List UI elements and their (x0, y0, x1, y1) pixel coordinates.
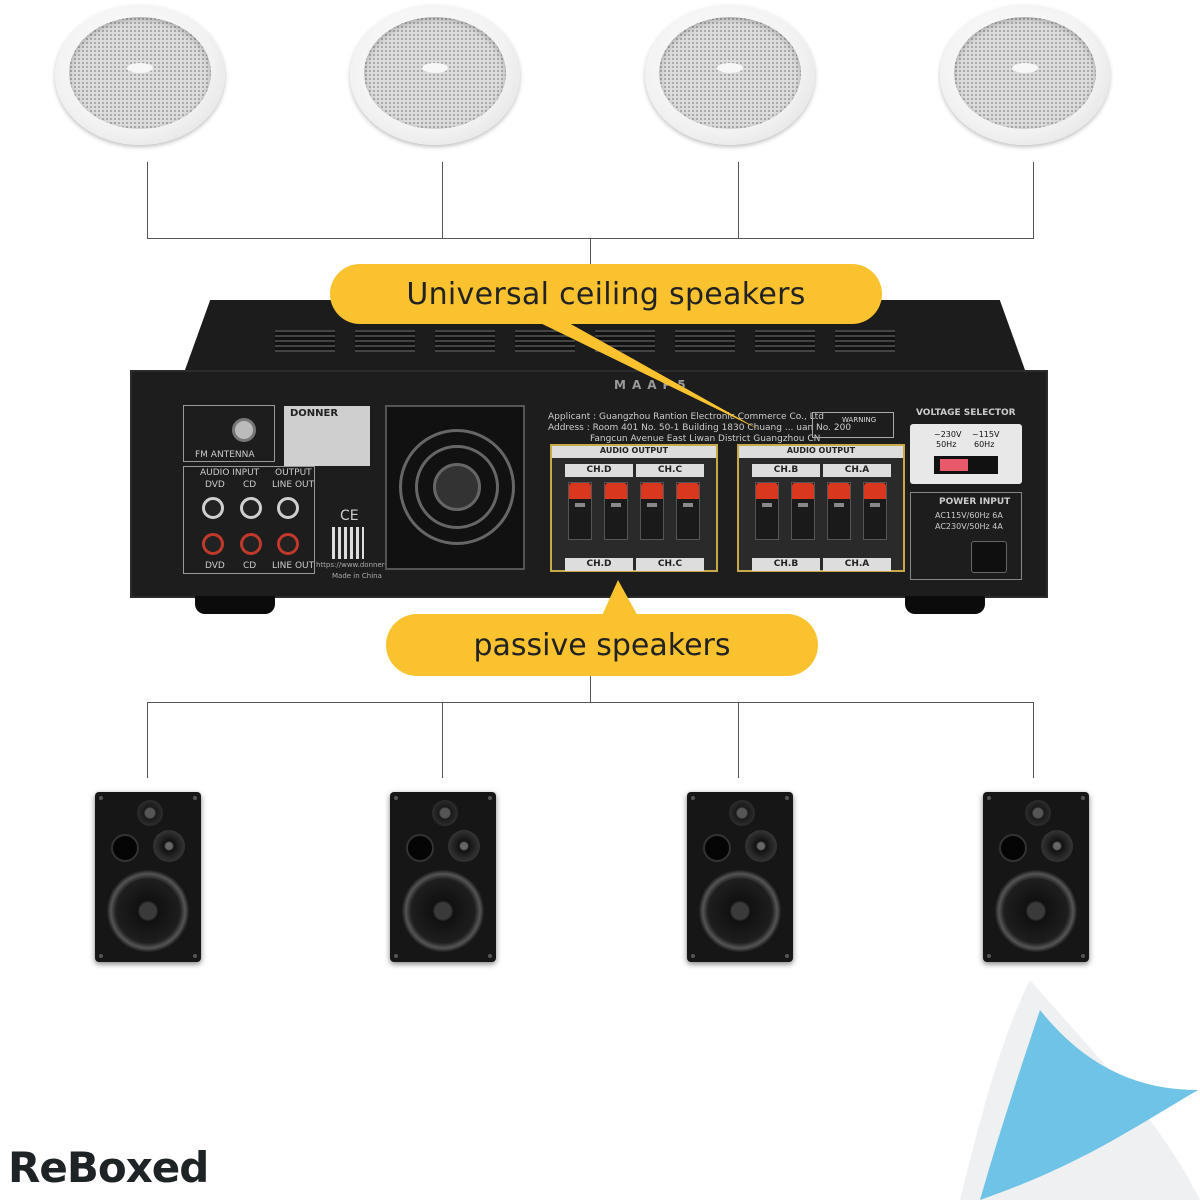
audio-input-panel (183, 466, 315, 574)
audio-input-label: AUDIO INPUT (200, 468, 260, 478)
power-input-panel: POWER INPUT AC115V/60Hz 6A AC230V/50Hz 4… (910, 492, 1022, 580)
fm-antenna-label: FM ANTENNA (195, 450, 255, 460)
warning-box (812, 412, 894, 438)
website-text: https://www.donnerdeal.com (316, 561, 417, 569)
wire-passive-1 (147, 702, 148, 778)
wire-passive-4 (1033, 702, 1034, 778)
audio-output-label-ba: AUDIO OUTPUT (739, 446, 903, 458)
ch-d-terminal-minus[interactable] (604, 482, 628, 540)
wire-ceiling-drop (590, 238, 591, 266)
qr-code (332, 527, 364, 559)
address-text-2: Fangcun Avenue East Liwan District Guang… (590, 434, 821, 444)
audio-output-label-dc: AUDIO OUTPUT (552, 446, 716, 458)
ch-d-label-top: CH.D (565, 464, 633, 477)
voltage-selector-panel: ~230V 50Hz ~115V 60Hz (910, 424, 1022, 484)
wire-ceiling-2 (442, 162, 443, 238)
cd-label-top: CD (243, 480, 257, 490)
ch-d-terminal-plus[interactable] (568, 482, 592, 540)
spec-plate (284, 406, 370, 466)
page-peel-corner (960, 980, 1200, 1200)
cd-right-jack[interactable] (240, 533, 262, 555)
applicant-text: Applicant : Guangzhou Rantion Electronic… (548, 412, 824, 422)
wire-ceiling-4 (1033, 162, 1034, 238)
amp-foot-right (905, 596, 985, 614)
dvd-label-top: DVD (205, 480, 225, 490)
output-label: OUTPUT (275, 468, 312, 478)
wire-passive-3 (738, 702, 739, 778)
passive-speaker-4 (983, 792, 1089, 962)
voltage-switch[interactable] (934, 456, 998, 474)
voltage-selector-label: VOLTAGE SELECTOR (916, 408, 1016, 418)
ch-d-label-bottom: CH.D (565, 558, 633, 571)
ch-c-label-top: CH.C (636, 464, 704, 477)
model-mark: MAAP5 (614, 378, 692, 392)
passive-speaker-1 (95, 792, 201, 962)
cd-label-bottom: CD (243, 561, 257, 571)
ch-c-label-bottom: CH.C (636, 558, 704, 571)
ch-a-terminal-plus[interactable] (827, 482, 851, 540)
ceiling-speaker-1 (55, 5, 225, 145)
wire-passive-bus (147, 702, 1034, 703)
ch-b-label-top: CH.B (752, 464, 820, 477)
cooling-fan (385, 405, 525, 570)
power-ac230-label: AC230V/50Hz 4A (935, 522, 1003, 531)
wire-passive-drop (590, 676, 591, 702)
hz-60-label: 60Hz (974, 440, 995, 449)
callout-passive-speakers: passive speakers (386, 614, 818, 676)
dvd-label-bottom: DVD (205, 561, 225, 571)
hz-50-label: 50Hz (936, 440, 957, 449)
ch-c-terminal-plus[interactable] (640, 482, 664, 540)
callout-ceiling-speakers: Universal ceiling speakers (330, 264, 882, 324)
volt-115-label: ~115V (972, 430, 1000, 439)
ch-a-label-top: CH.A (823, 464, 891, 477)
volt-230-label: ~230V (934, 430, 962, 439)
ceiling-speaker-2 (350, 5, 520, 145)
fm-antenna-jack[interactable] (232, 418, 256, 442)
line-out-left-jack[interactable] (277, 497, 299, 519)
ch-a-label-bottom: CH.A (823, 558, 891, 571)
line-out-label-top: LINE OUT (272, 480, 315, 490)
ch-a-terminal-minus[interactable] (863, 482, 887, 540)
reboxed-logo: ReBoxed (8, 1143, 209, 1192)
wire-ceiling-3 (738, 162, 739, 238)
made-in-text: Made in China (332, 572, 382, 580)
ceiling-speaker-3 (645, 5, 815, 145)
wire-ceiling-1 (147, 162, 148, 238)
power-input-label: POWER INPUT (939, 497, 1011, 507)
power-ac115-label: AC115V/60Hz 6A (935, 511, 1003, 520)
power-socket[interactable] (971, 541, 1007, 573)
brand-plate: DONNER (290, 408, 339, 419)
ch-b-terminal-minus[interactable] (791, 482, 815, 540)
passive-speaker-3 (687, 792, 793, 962)
ch-c-terminal-minus[interactable] (676, 482, 700, 540)
cd-left-jack[interactable] (240, 497, 262, 519)
fm-antenna-panel (183, 405, 275, 462)
ceiling-speaker-4 (940, 5, 1110, 145)
wire-passive-2 (442, 702, 443, 778)
ch-b-terminal-plus[interactable] (755, 482, 779, 540)
line-out-right-jack[interactable] (277, 533, 299, 555)
amp-foot-left (195, 596, 275, 614)
ch-b-label-bottom: CH.B (752, 558, 820, 571)
address-text: Address : Room 401 No. 50-1 Building 183… (548, 423, 852, 433)
warning-text: WARNING (842, 416, 877, 424)
dvd-left-jack[interactable] (202, 497, 224, 519)
line-out-label-bottom: LINE OUT (272, 561, 315, 571)
ce-mark: CE (340, 508, 359, 524)
dvd-right-jack[interactable] (202, 533, 224, 555)
passive-speaker-2 (390, 792, 496, 962)
